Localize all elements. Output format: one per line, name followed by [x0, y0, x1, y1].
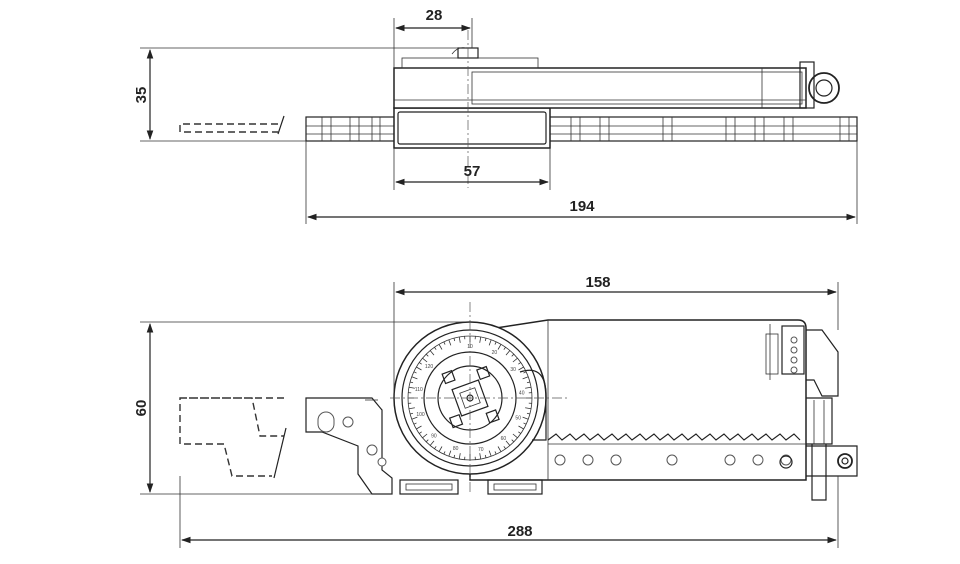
- dial-tick: [438, 344, 443, 350]
- dial-tick: [411, 416, 418, 420]
- dial-scale-label: 60: [501, 436, 507, 442]
- dial-tick: [518, 366, 524, 371]
- dial-tick: [425, 439, 429, 443]
- front-phantom-outline: [179, 397, 284, 477]
- dial-scale-label: 120: [425, 364, 434, 370]
- front-motor-body: [469, 319, 807, 481]
- dial-tick: [453, 454, 456, 458]
- dial-tick: [413, 371, 417, 374]
- dial-tick: [518, 425, 524, 430]
- dial-tick: [512, 433, 518, 439]
- dial-scale-label: 90: [431, 433, 437, 439]
- top-base-plate: [305, 116, 858, 142]
- dial-tick: [484, 454, 487, 458]
- dial-tick: [523, 422, 527, 425]
- dial-tick: [484, 338, 487, 342]
- dial-tick: [408, 407, 415, 410]
- dim-label-288: 288: [507, 523, 532, 540]
- dial-scale-label: 50: [515, 415, 521, 421]
- dial-scale-label: 110: [415, 387, 423, 393]
- dial-tick: [497, 344, 502, 350]
- dial-tick: [416, 425, 422, 430]
- top-eyelet-ring: [808, 72, 840, 104]
- dial-tick: [458, 453, 461, 460]
- dial-tick: [505, 350, 511, 356]
- front-left-bracket: [305, 397, 393, 495]
- dial-tick: [429, 440, 435, 446]
- dial-tick: [443, 341, 446, 345]
- front-rack: [547, 433, 801, 441]
- dial-tick: [494, 451, 497, 455]
- top-view: 28 35 57 194: [133, 7, 858, 224]
- dial-tick: [416, 366, 422, 371]
- front-foot-left: [399, 479, 459, 495]
- dial-tick: [488, 450, 492, 457]
- dial-tick: [425, 353, 429, 357]
- dial-tick: [522, 376, 529, 380]
- dial-tick: [525, 386, 532, 389]
- dial-tick: [438, 446, 443, 452]
- dim-label-194: 194: [569, 198, 595, 215]
- dial-tick: [418, 362, 422, 365]
- front-right-tab: [806, 445, 858, 477]
- dial-tick: [523, 371, 527, 374]
- dial-tick: [526, 381, 530, 384]
- dial-tick: [410, 381, 414, 384]
- dial-tick: [443, 451, 446, 455]
- front-end-connector: [781, 325, 839, 501]
- dial-tick: [418, 431, 422, 434]
- dial-tick: [497, 446, 502, 452]
- dial-tick: [526, 412, 530, 415]
- dial-tick: [413, 422, 417, 425]
- dim-label-60: 60: [133, 400, 150, 417]
- dial-tick: [410, 412, 414, 415]
- front-foot-right: [487, 479, 543, 495]
- dial-tick: [453, 338, 456, 342]
- dial-tick: [511, 439, 515, 443]
- dial-tick: [429, 350, 435, 356]
- dial-tick: [503, 446, 506, 450]
- dial-scale-label: 40: [519, 391, 525, 397]
- dial-tick: [434, 346, 437, 350]
- dial-tick: [422, 433, 428, 439]
- dim-label-158: 158: [585, 274, 610, 291]
- dial-scale-label: 20: [492, 350, 498, 356]
- dial-tick: [434, 446, 437, 450]
- dial-tick: [518, 362, 522, 365]
- dial-tick: [411, 376, 418, 380]
- dial-tick: [408, 386, 415, 389]
- dial-tick: [448, 339, 452, 346]
- dial-scale-label: 70: [478, 447, 484, 453]
- dial-tick: [494, 341, 497, 345]
- dial-tick: [479, 453, 482, 460]
- dial-tick: [458, 336, 461, 343]
- dial-tick: [479, 336, 482, 343]
- dial-tick: [488, 339, 492, 346]
- dial-tick: [512, 357, 518, 363]
- top-dial-housing: [393, 107, 551, 149]
- dial-scale-label: 80: [453, 446, 459, 452]
- dial-tick: [511, 353, 515, 357]
- top-phantom-outline: [179, 123, 278, 133]
- dial-scale-label: 30: [510, 367, 516, 373]
- dial-tick: [448, 450, 452, 457]
- dim-label-28: 28: [426, 7, 443, 24]
- dial-tick: [522, 416, 529, 420]
- dial-tick: [525, 407, 532, 410]
- dial-scale-label: 100: [416, 412, 425, 418]
- dial-tick: [518, 431, 522, 434]
- top-plate-holes: [321, 117, 850, 141]
- dial-tick: [503, 346, 506, 350]
- dial-tick: [422, 357, 428, 363]
- dim-label-35: 35: [133, 87, 150, 104]
- front-rack-holes: [554, 454, 792, 466]
- dial-tick: [505, 440, 511, 446]
- dim-label-57: 57: [464, 163, 481, 180]
- top-motor-body: [393, 67, 807, 109]
- dial-hub-square: [451, 379, 489, 417]
